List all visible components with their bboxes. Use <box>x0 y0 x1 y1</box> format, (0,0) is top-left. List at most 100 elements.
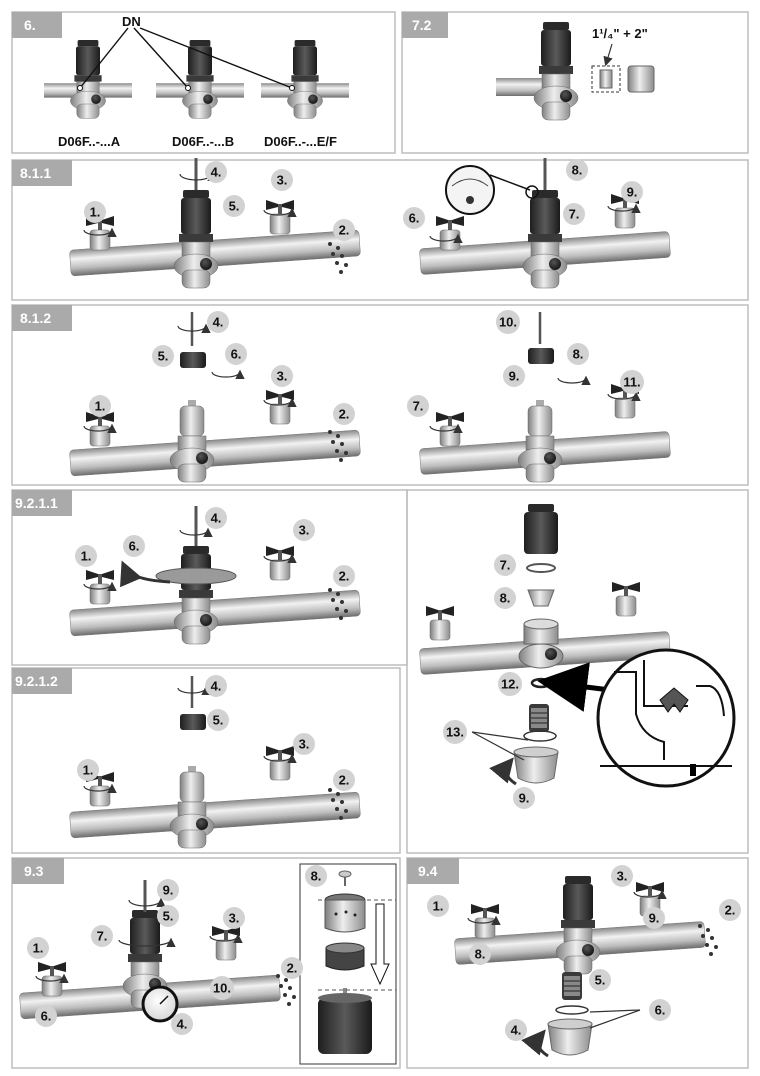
step-number-bubbles: 1. 4. 5. 3. 2. 8. 9. 7. 6. 4. 5. 6. 3. 1. 2. 10. 8. 9. 11.… <box>27 159 741 1041</box>
step-number: 10. <box>213 981 231 996</box>
step-number: 6. <box>129 539 140 554</box>
step-number: 2. <box>339 773 350 788</box>
step-bubble <box>223 907 245 929</box>
step-bubble <box>621 181 643 203</box>
step-bubble <box>157 905 179 927</box>
step-bubble <box>305 865 327 887</box>
dn-label: DN <box>122 14 141 29</box>
step-number: 4. <box>211 511 222 526</box>
step-number: 8. <box>500 591 511 606</box>
step-number: 1. <box>33 941 44 956</box>
step-bubble <box>333 769 355 791</box>
step-number: 5. <box>158 349 169 364</box>
step-bubble <box>643 907 665 929</box>
step-number: 2. <box>339 569 350 584</box>
step-bubble <box>89 395 111 417</box>
step-bubble <box>498 672 522 696</box>
model-a-label: D06F..-...A <box>58 134 121 149</box>
step-bubble <box>496 310 520 334</box>
step-bubble <box>567 343 589 365</box>
step-number: 3. <box>277 369 288 384</box>
step-number: 9. <box>163 883 174 898</box>
step-number: 9. <box>649 911 660 926</box>
step-number: 9. <box>509 369 520 384</box>
panel-8-1-2 <box>69 312 671 483</box>
step-bubble <box>207 709 229 731</box>
step-number: 11. <box>623 375 640 390</box>
step-bubble <box>293 733 315 755</box>
panel-8-1-1 <box>69 158 671 289</box>
step-bubble <box>210 976 234 1000</box>
step-number: 4. <box>177 1017 188 1032</box>
step-number: 12. <box>501 677 519 692</box>
step-bubble <box>123 535 145 557</box>
step-bubble <box>494 587 516 609</box>
step-number: 3. <box>229 911 240 926</box>
step-number: 8. <box>475 947 486 962</box>
step-number: 2. <box>339 223 350 238</box>
panel-7-2: 1¹/₄" + 2" <box>496 21 655 121</box>
step-number: 1. <box>90 205 101 220</box>
step-bubble <box>271 169 293 191</box>
panel-frames <box>11 11 749 1069</box>
panel-exploded-filter <box>419 504 736 788</box>
step-number: 3. <box>277 173 288 188</box>
step-bubble <box>205 675 227 697</box>
panel-9-2-1-1 <box>69 506 361 645</box>
model-b-label: D06F..-...B <box>172 134 234 149</box>
panel-6: DN D06F..-...A D06F..-...B D06F..-...E/F <box>44 14 349 149</box>
step-number: 2. <box>339 407 350 422</box>
step-number: 1. <box>433 899 444 914</box>
model-ef-label: D06F..-...E/F <box>264 134 337 149</box>
step-bubble <box>333 219 355 241</box>
connection-size-label: 1¹/₄" + 2" <box>592 26 648 41</box>
step-bubble <box>403 207 425 229</box>
step-bubble <box>494 554 516 576</box>
step-bubble <box>91 925 113 947</box>
step-number: 2. <box>725 903 736 918</box>
step-number: 8. <box>311 869 322 884</box>
step-number: 4. <box>211 679 222 694</box>
step-bubble <box>171 1013 193 1035</box>
step-bubble <box>35 1005 57 1027</box>
step-number: 1. <box>95 399 106 414</box>
section-tag-9-2-1-2: 9.2.1.2 <box>15 673 58 689</box>
step-number: 13. <box>446 725 464 740</box>
step-number: 4. <box>211 165 222 180</box>
section-tag-7-2: 7.2 <box>412 17 432 33</box>
step-number: 1. <box>81 549 92 564</box>
section-tag-8-1-2: 8.1.2 <box>20 310 51 326</box>
step-number: 3. <box>299 737 310 752</box>
step-bubble <box>281 957 303 979</box>
step-number: 4. <box>511 1023 522 1038</box>
step-bubble <box>649 999 671 1021</box>
step-number: 9. <box>627 185 638 200</box>
step-bubble <box>566 159 588 181</box>
step-number: 5. <box>229 199 240 214</box>
step-bubble <box>719 899 741 921</box>
step-number: 7. <box>569 207 580 222</box>
step-bubble <box>225 343 247 365</box>
step-bubble <box>443 720 467 744</box>
step-number: 8. <box>572 163 583 178</box>
step-bubble <box>513 787 535 809</box>
step-bubble <box>563 203 585 225</box>
step-bubble <box>27 937 49 959</box>
step-bubble <box>407 395 429 417</box>
step-bubble <box>84 201 106 223</box>
step-number: 3. <box>299 523 310 538</box>
step-number: 1. <box>83 763 94 778</box>
step-number: 3. <box>617 869 628 884</box>
section-tag-9-3: 9.3 <box>24 863 44 879</box>
step-bubble <box>503 365 525 387</box>
section-tag-6: 6. <box>24 17 36 33</box>
step-bubble <box>75 545 97 567</box>
section-tags: 6. 7.2 8.1.1 8.1.2 9.2.1.1 9.2.1.2 9.3 9… <box>12 12 459 884</box>
step-bubble <box>505 1019 527 1041</box>
step-number: 5. <box>595 973 606 988</box>
step-bubble <box>77 759 99 781</box>
step-number: 6. <box>409 211 420 226</box>
step-bubble <box>157 879 179 901</box>
step-number: 4. <box>213 315 224 330</box>
